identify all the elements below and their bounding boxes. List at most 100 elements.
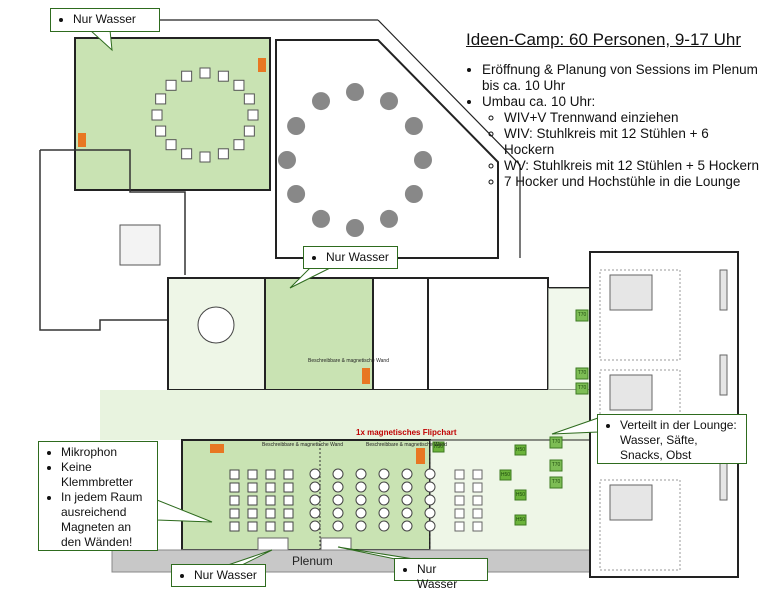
t70-table	[575, 382, 589, 395]
h50-stool	[432, 441, 445, 453]
orange-marker	[258, 58, 266, 72]
callout-water-top-left: Nur Wasser	[50, 8, 160, 32]
t70-table	[549, 436, 563, 449]
chair	[424, 468, 436, 480]
round-table	[197, 306, 235, 344]
chair	[424, 520, 436, 532]
chair	[199, 151, 211, 163]
lounge-sofa-left	[119, 224, 161, 266]
chair	[199, 67, 211, 79]
callout-text: Nur Wasser	[194, 568, 257, 583]
chair	[332, 468, 344, 480]
h50-label: H50	[515, 492, 526, 498]
chair	[247, 109, 259, 121]
chair	[247, 482, 258, 493]
chair	[378, 520, 390, 532]
bench	[719, 354, 728, 396]
chair	[229, 482, 240, 493]
t70-table	[575, 367, 589, 380]
callout-text: Verteilt in der Lounge: Wasser, Säfte, S…	[620, 418, 738, 463]
chair	[355, 494, 367, 506]
note-subitem: WIV: Stuhlkreis mit 12 Stühlen + 6 Hocke…	[504, 126, 762, 158]
room-service	[372, 277, 429, 391]
chair	[332, 507, 344, 519]
t70-label: T70	[551, 439, 561, 445]
chair	[165, 79, 177, 91]
chair	[332, 494, 344, 506]
t70-tables	[432, 309, 589, 526]
plenum-room	[181, 439, 431, 551]
chair	[233, 139, 245, 151]
writable-wall-label: Beschreibbare & magnetische Wand	[308, 358, 389, 364]
note-subitem: WIV+V Trennwand einziehen	[504, 110, 762, 126]
chair	[355, 481, 367, 493]
chair	[401, 494, 413, 506]
octagon-room	[275, 39, 499, 259]
chair	[151, 109, 163, 121]
t70-label: T70	[577, 370, 587, 376]
round-table	[278, 151, 296, 169]
chair	[332, 520, 344, 532]
lounge-zone	[599, 479, 681, 571]
chair	[355, 468, 367, 480]
round-table	[380, 92, 398, 111]
h50-label: H50	[433, 444, 444, 450]
t70-label: T70	[577, 385, 587, 391]
chair	[472, 482, 483, 493]
plenum-label: Plenum	[292, 554, 333, 568]
callout-lounge: Verteilt in der Lounge: Wasser, Säfte, S…	[597, 414, 747, 464]
corridor	[100, 390, 590, 440]
h50-stool	[514, 489, 527, 501]
note-item: Umbau ca. 10 Uhr: WIV+V Trennwand einzie…	[482, 94, 762, 190]
octagon-outer-wall	[377, 19, 521, 258]
t70-label: T70	[577, 312, 587, 318]
orange-marker	[210, 444, 224, 453]
lounge-zone	[599, 269, 681, 361]
page-title: Ideen-Camp: 60 Personen, 9-17 Uhr	[466, 30, 741, 49]
writable-wall-label: Beschreibbare & magnetische Wand	[366, 442, 447, 448]
chair	[283, 469, 294, 480]
chair	[472, 495, 483, 506]
round-table	[312, 92, 330, 111]
round-table	[404, 185, 423, 203]
h50-label: H50	[500, 472, 511, 478]
chair	[309, 520, 321, 532]
chair	[472, 521, 483, 532]
chair	[309, 481, 321, 493]
water-table	[257, 537, 289, 551]
chair	[401, 520, 413, 532]
chair	[217, 70, 229, 82]
t70-label: T70	[551, 462, 561, 468]
bench	[719, 459, 728, 501]
callout-water-middle: Nur Wasser	[303, 246, 398, 269]
chair	[247, 508, 258, 519]
callout-text: In jedem Raum ausreichend Magneten an de…	[61, 490, 149, 550]
round-table	[287, 185, 306, 203]
chair	[229, 469, 240, 480]
chair	[247, 495, 258, 506]
chair	[265, 482, 276, 493]
left-building-outline	[39, 149, 186, 331]
chair	[401, 468, 413, 480]
chair	[378, 494, 390, 506]
note-subitem: WV: Stuhlkreis mit 12 Stühlen + 5 Hocker…	[504, 158, 762, 174]
chair	[309, 468, 321, 480]
chair	[283, 482, 294, 493]
room-middle-green	[264, 277, 374, 391]
t70-label: T70	[551, 479, 561, 485]
chair	[454, 469, 465, 480]
chair	[229, 508, 240, 519]
chair	[309, 507, 321, 519]
sofa	[609, 374, 653, 411]
chair	[401, 481, 413, 493]
h50-stool	[514, 514, 527, 526]
chair	[424, 494, 436, 506]
bench	[719, 269, 728, 311]
round-table-circle	[278, 83, 432, 237]
flipchart-label: 1x magnetisches Flipchart	[356, 428, 457, 437]
chair	[378, 468, 390, 480]
chair	[401, 507, 413, 519]
chair	[265, 469, 276, 480]
chair	[265, 495, 276, 506]
schedule-notes: Eröffnung & Planung von Sessions im Plen…	[462, 62, 762, 190]
